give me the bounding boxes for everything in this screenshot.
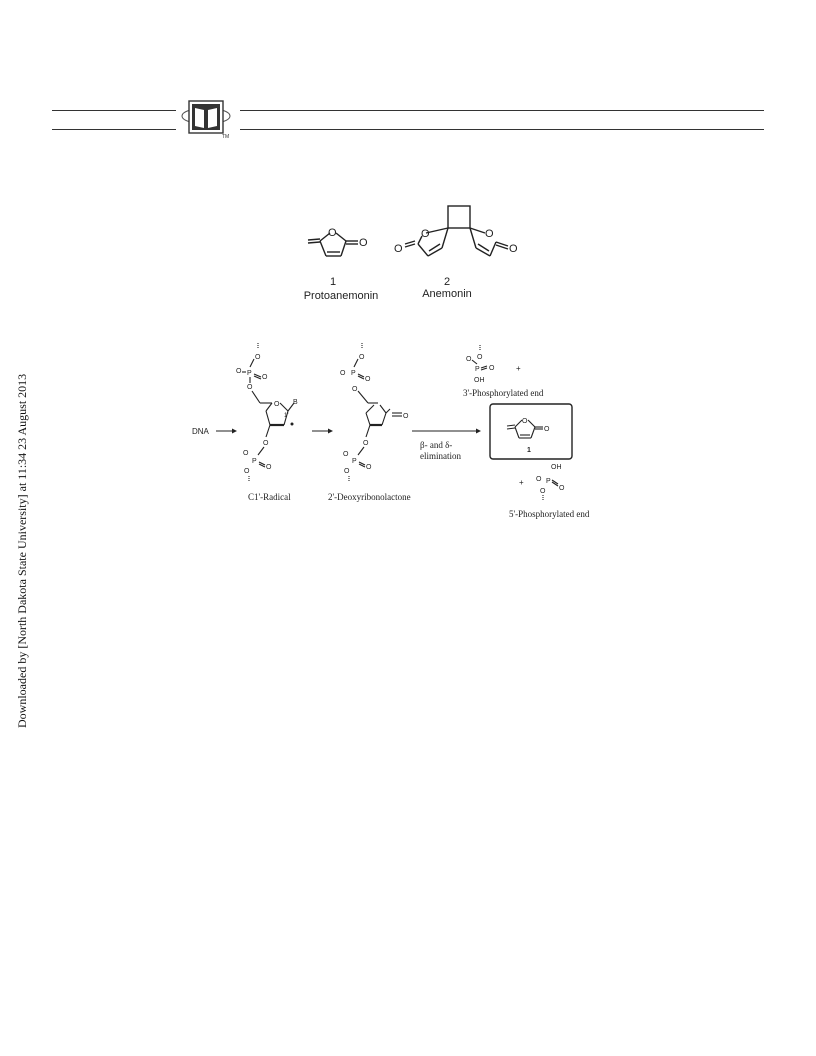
svg-text:O: O	[344, 468, 350, 475]
atom-o-right-ring: O	[485, 228, 494, 240]
compound-2-name: Anemonin	[422, 288, 472, 300]
product-box	[489, 403, 573, 460]
svg-text:O: O	[544, 426, 550, 433]
phosphate-3-structure: O O P O OH +	[466, 345, 521, 384]
svg-text:O: O	[274, 401, 280, 408]
compound-1-number: 1	[330, 276, 336, 288]
plus-3: +	[516, 364, 521, 373]
header-rule-bottom-left	[52, 129, 176, 130]
compound-1-name: Protoanemonin	[304, 290, 379, 302]
product-protoanemonin-structure: O O	[506, 418, 550, 439]
lactone-structure: O P O O O O O P O O O	[340, 343, 409, 482]
svg-text:O: O	[365, 376, 371, 383]
anemonin-structure: O O O O	[394, 205, 518, 257]
elimination-line1: β- and δ-	[420, 440, 452, 450]
lactone-label: 2'-Deoxyribonolactone	[328, 492, 411, 502]
header-rule-top-right	[240, 110, 764, 111]
svg-text:O: O	[363, 440, 369, 447]
svg-text:P: P	[546, 478, 551, 485]
phos3-label: 3'-Phosphorylated end	[463, 388, 544, 398]
arrow-dna	[232, 428, 237, 434]
plus-5: +	[519, 478, 524, 487]
trademark-mark: TM	[222, 134, 229, 140]
product-number: 1	[527, 447, 531, 454]
svg-text:O: O	[403, 413, 409, 420]
atom-o-ring: O	[328, 227, 337, 239]
atom-o-carbonyl: O	[359, 237, 368, 249]
svg-text:O: O	[522, 418, 528, 425]
svg-text:O: O	[466, 356, 472, 363]
compound-2-number: 2	[444, 276, 450, 288]
svg-text:O: O	[262, 374, 268, 381]
svg-text:P: P	[247, 370, 252, 377]
svg-text:O: O	[536, 476, 542, 483]
svg-text:O: O	[247, 384, 253, 391]
svg-text:O: O	[352, 386, 358, 393]
svg-text:OH: OH	[551, 464, 562, 471]
c1-radical-structure: O P O O O O B 1' O P O O O	[236, 343, 298, 482]
svg-text:P: P	[252, 458, 257, 465]
figure-2: DNA O P O O O O B 1' O P O O O	[192, 343, 590, 519]
atom-o-left-carbonyl: O	[394, 243, 403, 255]
c1-label: 1'	[284, 413, 288, 419]
atom-o-right-carbonyl: O	[509, 243, 518, 255]
publisher-logo: TM	[181, 100, 231, 140]
svg-text:P: P	[475, 366, 480, 373]
svg-text:P: P	[352, 458, 357, 465]
radical-label: C1'-Radical	[248, 492, 291, 502]
phos5-label: 5'-Phosphorylated end	[509, 509, 590, 519]
svg-text:O: O	[477, 354, 483, 361]
svg-text:O: O	[244, 468, 250, 475]
svg-text:O: O	[243, 450, 249, 457]
svg-text:O: O	[236, 368, 242, 375]
arrow-to-lactone	[328, 428, 333, 434]
phosphate-5-structure: + OH O P O O	[519, 464, 565, 501]
svg-text:O: O	[266, 464, 272, 471]
elimination-line2: elimination	[420, 451, 461, 461]
svg-text:O: O	[540, 488, 546, 495]
download-note: Downloaded by [North Dakota State Univer…	[15, 373, 29, 728]
svg-text:O: O	[489, 365, 495, 372]
arrow-elimination	[476, 428, 481, 434]
svg-text:O: O	[366, 464, 372, 471]
atom-o-left-ring: O	[421, 228, 430, 240]
figure-1: O O O O O O 1 Protoanemonin 2 Anemonin	[304, 205, 518, 302]
header-rule-top-left	[52, 110, 176, 111]
svg-text:O: O	[340, 370, 346, 377]
header-rule-bottom-right	[240, 129, 764, 130]
svg-text:OH: OH	[474, 377, 485, 384]
svg-text:O: O	[343, 451, 349, 458]
base-label: B	[293, 399, 298, 406]
svg-text:P: P	[351, 370, 356, 377]
svg-text:O: O	[255, 354, 261, 361]
svg-text:O: O	[359, 354, 365, 361]
svg-text:O: O	[559, 485, 565, 492]
protoanemonin-structure: O O	[307, 227, 368, 257]
radical-dot	[290, 422, 294, 426]
svg-text:O: O	[263, 440, 269, 447]
dna-label: DNA	[192, 427, 210, 436]
